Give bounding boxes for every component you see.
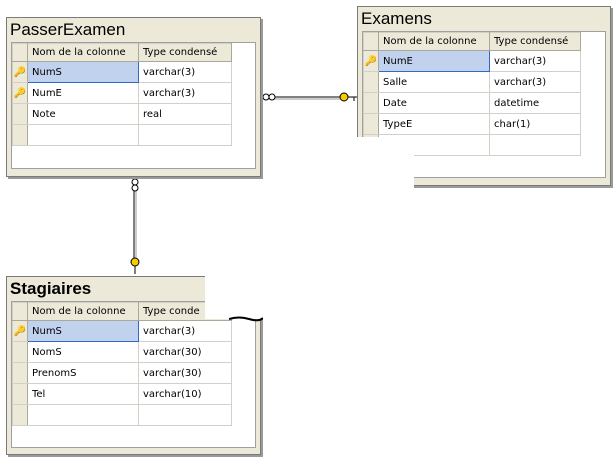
column-name-cell[interactable] [27,404,139,426]
column-type-cell[interactable]: varchar(3) [489,50,581,72]
column-name-cell[interactable]: Note [27,103,139,125]
table-stagiaires[interactable]: Stagiaires Nom de la colonne Type conde … [6,269,263,455]
column-name-cell[interactable]: NumE [27,82,139,104]
table-row[interactable]: 🔑 NumS varchar(3) [12,320,232,342]
row-selector [12,362,28,384]
column-type-cell[interactable]: varchar(3) [138,61,232,83]
column-grid: Nom de la colonne Type condensé 🔑 NumS v… [11,42,256,169]
row-selector [12,124,28,146]
row-selector [363,71,379,93]
row-selector [363,92,379,114]
column-name-cell[interactable]: NumE [378,50,490,72]
relationship-passerexamen-examens[interactable] [262,92,358,102]
table-row[interactable]: TypeE char(1) [363,113,581,135]
primary-key-icon: 🔑 [363,50,379,72]
column-name-cell[interactable]: NumS [27,61,139,83]
table-row-empty[interactable] [12,124,232,146]
column-name-cell[interactable]: Tel [27,383,139,405]
column-grid: Nom de la colonne Type condensé 🔑 NumE v… [362,31,606,178]
row-selector [12,383,28,405]
table-row[interactable]: NomS varchar(30) [12,341,232,363]
column-type-header: Type condensé [138,43,232,62]
relationship-passerexamen-stagiaires[interactable] [130,178,140,274]
table-title: Examens [361,9,432,28]
column-type-cell[interactable]: varchar(3) [138,82,232,104]
column-name-cell[interactable]: PrenomS [27,362,139,384]
column-type-cell[interactable]: varchar(30) [138,341,232,363]
column-name-cell[interactable]: Salle [378,71,490,93]
table-row[interactable]: Note real [12,103,232,125]
column-type-cell[interactable] [138,124,232,146]
column-name-cell[interactable] [27,124,139,146]
row-selector [12,341,28,363]
column-type-cell[interactable] [138,404,232,426]
grid-header-row: Nom de la colonne Type condensé [363,32,581,51]
column-grid-table: Nom de la colonne Type conde 🔑 NumS varc… [12,302,232,426]
row-selector [12,103,28,125]
column-type-cell[interactable] [489,134,581,156]
erased-region [205,269,263,319]
column-type-cell[interactable]: char(1) [489,113,581,135]
column-name-cell[interactable]: NumS [27,320,139,342]
table-row[interactable]: 🔑 NumS varchar(3) [12,61,232,83]
table-row[interactable]: Salle varchar(3) [363,71,581,93]
column-type-cell[interactable]: varchar(10) [138,383,232,405]
table-row[interactable]: Date datetime [363,92,581,114]
column-grid-table: Nom de la colonne Type condensé 🔑 NumS v… [12,43,232,146]
table-examens[interactable]: Examens Nom de la colonne Type condensé … [356,6,611,189]
row-selector-header [363,32,379,51]
grid-header-row: Nom de la colonne Type conde [12,302,232,321]
column-type-header: Type condensé [489,32,581,51]
table-row[interactable]: PrenomS varchar(30) [12,362,232,384]
primary-key-icon: 🔑 [12,61,28,83]
row-selector [363,113,379,135]
column-grid: Nom de la colonne Type conde 🔑 NumS varc… [11,301,256,448]
column-name-cell[interactable]: TypeE [378,113,490,135]
row-selector-header [12,302,28,321]
table-row[interactable]: Tel varchar(10) [12,383,232,405]
table-passerexamen[interactable]: PasserExamen Nom de la colonne Type cond… [6,17,261,177]
table-title: Stagiaires [10,279,92,298]
table-row-empty[interactable] [12,404,232,426]
column-type-cell[interactable]: datetime [489,92,581,114]
grid-header-row: Nom de la colonne Type condensé [12,43,232,62]
column-type-cell[interactable]: varchar(3) [138,320,232,342]
primary-key-icon: 🔑 [12,82,28,104]
table-row[interactable]: 🔑 NumE varchar(3) [363,50,581,72]
erased-region [356,137,414,189]
column-type-cell[interactable]: real [138,103,232,125]
column-type-cell[interactable]: varchar(3) [489,71,581,93]
table-row[interactable]: 🔑 NumE varchar(3) [12,82,232,104]
column-name-cell[interactable]: NomS [27,341,139,363]
column-name-cell[interactable]: Date [378,92,490,114]
row-selector-header [12,43,28,62]
scribble-mark [229,316,263,322]
column-name-header: Nom de la colonne [378,32,490,51]
column-name-header: Nom de la colonne [27,302,139,321]
table-title: PasserExamen [10,20,126,39]
column-type-cell[interactable]: varchar(30) [138,362,232,384]
primary-key-icon: 🔑 [12,320,28,342]
column-name-header: Nom de la colonne [27,43,139,62]
row-selector [12,404,28,426]
